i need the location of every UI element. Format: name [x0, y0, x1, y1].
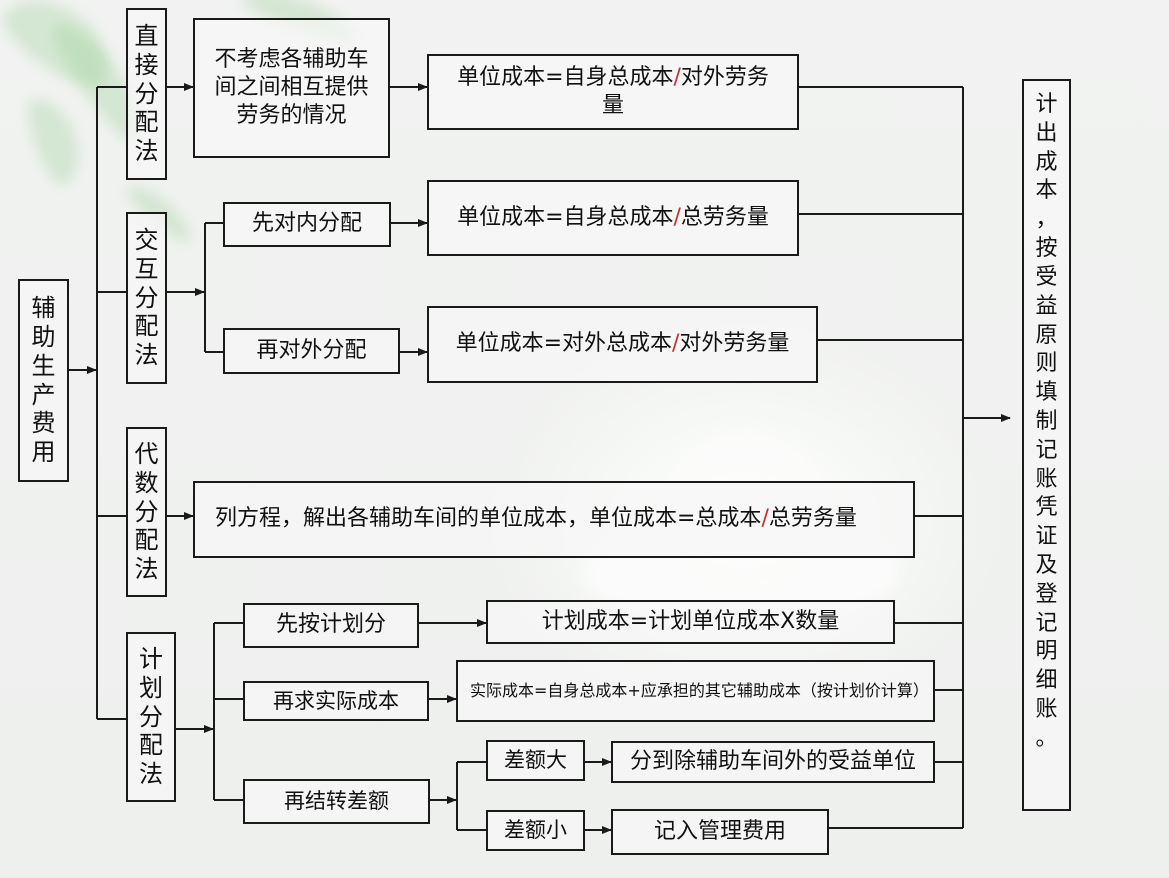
branch-large-difference: 差额大: [486, 740, 585, 781]
method-label-char: 分: [139, 702, 163, 731]
root-node-auxiliary-production-cost: 辅助生产费用: [18, 279, 69, 482]
formula-text: 列方程，解出各辅助车间的单位成本，单位成本=总成本/总劳务量: [215, 506, 857, 532]
outcome-label-char: 出: [1035, 120, 1058, 146]
method-label-char: 法: [139, 760, 163, 789]
outcome-label-char: 记: [1035, 437, 1058, 463]
planned-cost-formula-box: 计划成本=计划单位成本X数量: [486, 600, 895, 644]
method-label-char: 分: [134, 497, 159, 526]
step-label: 再求实际成本: [273, 688, 399, 713]
outcome-box: 计出成本，按受益原则填制记账凭证及登记明细账。: [1022, 79, 1071, 811]
branch-label: 差额大: [504, 748, 567, 773]
outcome-label-char: 及: [1035, 553, 1058, 578]
step-external-allocation: 再对外分配: [223, 328, 400, 374]
large-difference-result-box: 分到除辅助车间外的受益单位: [611, 741, 935, 783]
formula-text: 实际成本=自身总成本+应承担的其它辅助成本（按计划价计算）: [470, 681, 929, 701]
branch-small-difference: 差额小: [486, 810, 585, 851]
method-label-char: 代: [134, 440, 159, 468]
method-label-char: 互: [134, 254, 159, 283]
method-direct-allocation: 直接分配法: [126, 8, 167, 180]
small-difference-result-box: 记入管理费用: [611, 809, 829, 855]
method-label-char: 分: [134, 79, 159, 108]
internal-formula-box: 单位成本=自身总成本/总劳务量: [427, 180, 799, 256]
method-label-char: 接: [134, 50, 159, 79]
outcome-label-char: 则: [1035, 351, 1058, 377]
method-label-char: 法: [134, 555, 159, 584]
external-formula-box: 单位成本=对外总成本/对外劳务量: [427, 306, 818, 383]
outcome-label-char: 益: [1035, 293, 1058, 319]
algebraic-formula-box: 列方程，解出各辅助车间的单位成本，单位成本=总成本/总劳务量: [193, 481, 915, 558]
result-text: 分到除辅助车间外的受益单位: [629, 748, 916, 774]
outcome-label-char: 本: [1035, 178, 1058, 204]
actual-cost-formula-box: 实际成本=自身总成本+应承担的其它辅助成本（按计划价计算）: [456, 660, 935, 722]
outcome-label-char: 。: [1035, 725, 1058, 751]
formula-text: 单位成本=对外总成本/对外劳务量: [455, 331, 790, 357]
willow-leaf-decoration: [20, 90, 90, 190]
method-label-char: 直: [134, 22, 159, 50]
outcome-label-char: 原: [1035, 322, 1058, 348]
result-text: 记入管理费用: [653, 818, 786, 844]
step-internal-allocation: 先对内分配: [223, 202, 391, 247]
outcome-label-char: 填: [1035, 380, 1058, 406]
outcome-label-char: 证: [1035, 524, 1058, 550]
direct-condition-text: 不考虑各辅助车间之间相互提供劳务的情况: [214, 46, 369, 129]
formula-text: 计划成本=计划单位成本X数量: [541, 608, 840, 634]
outcome-label-char: 细: [1035, 668, 1058, 694]
outcome-label-char: 制: [1035, 408, 1058, 434]
step-label: 再对外分配: [256, 337, 367, 363]
method-label-char: 数: [134, 468, 159, 497]
method-label-char: 交: [134, 226, 159, 254]
outcome-label-char: 账: [1035, 466, 1058, 492]
outcome-label-char: 记: [1035, 610, 1058, 636]
method-label-char: 分: [134, 283, 159, 312]
step-actual-cost: 再求实际成本: [243, 681, 429, 721]
method-reciprocal-allocation: 交互分配法: [126, 212, 167, 384]
method-label-char: 配: [134, 526, 159, 555]
step-plan-allocate: 先按计划分: [243, 603, 419, 648]
outcome-label-char: 账: [1035, 697, 1058, 723]
method-label-char: 法: [134, 341, 159, 370]
root-label-char: 产: [31, 380, 56, 409]
direct-formula-box: 单位成本=自身总成本/对外劳务量: [427, 54, 799, 130]
root-label-char: 费: [31, 409, 56, 438]
outcome-label-char: 成: [1035, 149, 1058, 175]
root-label-char: 辅: [31, 294, 56, 323]
outcome-label-char: 登: [1035, 581, 1058, 607]
method-label-char: 配: [134, 108, 159, 137]
root-label-char: 生: [31, 351, 56, 380]
branch-label: 差额小: [504, 818, 567, 843]
outcome-label-char: 按: [1035, 236, 1058, 262]
formula-text: 单位成本=自身总成本/总劳务量: [457, 204, 769, 230]
step-label: 先对内分配: [251, 211, 362, 237]
step-label: 再结转差额: [284, 789, 389, 814]
method-algebraic-allocation: 代数分配法: [126, 427, 167, 597]
direct-condition-box: 不考虑各辅助车间之间相互提供劳务的情况: [193, 18, 390, 158]
outcome-label-char: 凭: [1035, 495, 1058, 521]
method-label-char: 计: [139, 645, 163, 673]
method-label-char: 配: [139, 731, 163, 760]
method-planned-cost-allocation: 计划分配法: [126, 632, 176, 802]
root-label-char: 助: [31, 322, 56, 351]
outcome-label-char: 受: [1035, 264, 1058, 290]
method-label-char: 划: [139, 673, 163, 702]
step-label: 先按计划分: [275, 612, 386, 638]
outcome-label-char: 计: [1035, 92, 1058, 117]
method-label-char: 法: [134, 137, 159, 166]
step-transfer-difference: 再结转差额: [243, 779, 430, 824]
method-label-char: 配: [134, 312, 159, 341]
formula-text: 单位成本=自身总成本/对外劳务量: [457, 64, 769, 118]
outcome-label-char: ，: [1035, 207, 1058, 233]
root-label-char: 用: [31, 438, 56, 467]
outcome-label-char: 明: [1035, 639, 1058, 665]
